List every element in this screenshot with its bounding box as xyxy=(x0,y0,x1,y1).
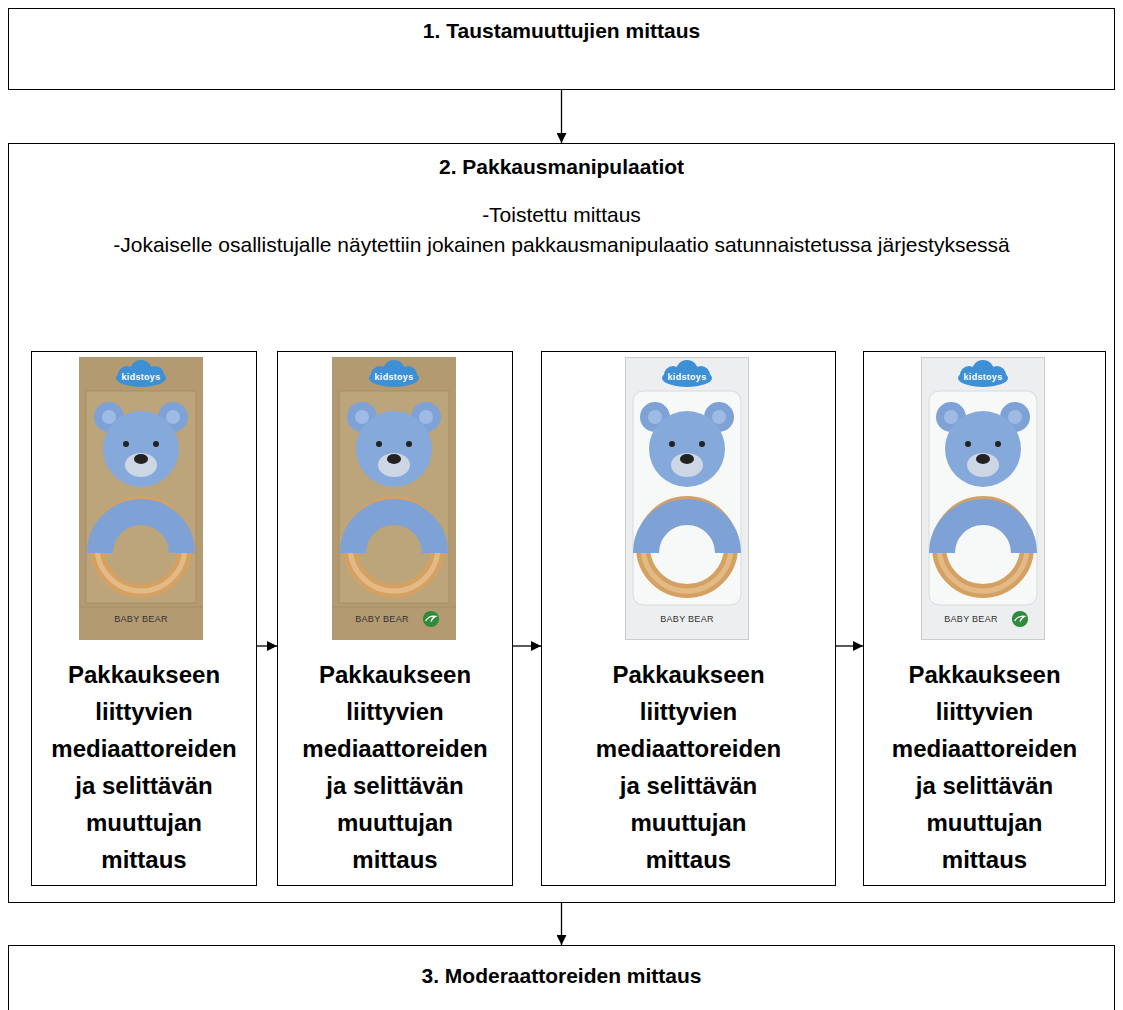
box-heading: Pakkaukseen liittyvien mediaattoreiden j… xyxy=(292,656,498,878)
box-heading: 3. Moderaattoreiden mittaus xyxy=(23,963,1100,989)
kraft-package xyxy=(332,357,456,640)
brand-logo-text: kidstoys xyxy=(122,371,161,383)
kraft-package xyxy=(79,357,203,640)
measurement-box: Pakkaukseen liittyvien mediaattoreiden j… xyxy=(541,351,836,886)
product-name: BABY BEAR xyxy=(660,613,714,625)
box-heading: 2. Pakkausmanipulaatiot xyxy=(23,154,1100,180)
stage-group-box: 2. Pakkausmanipulaatiot -Toistettu mittau… xyxy=(8,143,1115,903)
bullet-text: -Toistettu mittaus xyxy=(23,200,1100,230)
connector-arrow xyxy=(257,645,277,646)
connector-arrow xyxy=(561,90,562,143)
brand-logo-text: kidstoys xyxy=(668,371,707,383)
product-name: BABY BEAR xyxy=(944,613,998,625)
eco-label xyxy=(423,611,439,627)
eco-label xyxy=(1012,611,1028,627)
measurement-box: Pakkaukseen liittyvien mediaattoreiden j… xyxy=(31,351,257,886)
clear-package xyxy=(626,358,749,640)
product-name: BABY BEAR xyxy=(114,613,168,625)
box-heading: Pakkaukseen liittyvien mediaattoreiden j… xyxy=(41,656,247,878)
stage-box: 1. Taustamuuttujien mittaus xyxy=(8,8,1115,90)
measurement-box: Pakkaukseen liittyvien mediaattoreiden j… xyxy=(277,351,513,886)
box-heading: Pakkaukseen liittyvien mediaattoreiden j… xyxy=(585,656,792,878)
connector-arrow xyxy=(561,903,562,945)
stage-box: 3. Moderaattoreiden mittaus xyxy=(8,945,1115,1010)
bullet-text: -Jokaiselle osallistujalle näytettiin jo… xyxy=(23,230,1100,260)
connector-arrow xyxy=(836,645,863,646)
product-name: BABY BEAR xyxy=(355,613,409,625)
box-heading: 1. Taustamuuttujien mittaus xyxy=(23,18,1100,44)
brand-logo-text: kidstoys xyxy=(964,371,1003,383)
connector-arrow xyxy=(513,645,541,646)
clear-package xyxy=(922,358,1045,640)
box-heading: Pakkaukseen liittyvien mediaattoreiden j… xyxy=(882,656,1087,878)
brand-logo-text: kidstoys xyxy=(375,371,414,383)
measurement-box: Pakkaukseen liittyvien mediaattoreiden j… xyxy=(863,351,1106,886)
